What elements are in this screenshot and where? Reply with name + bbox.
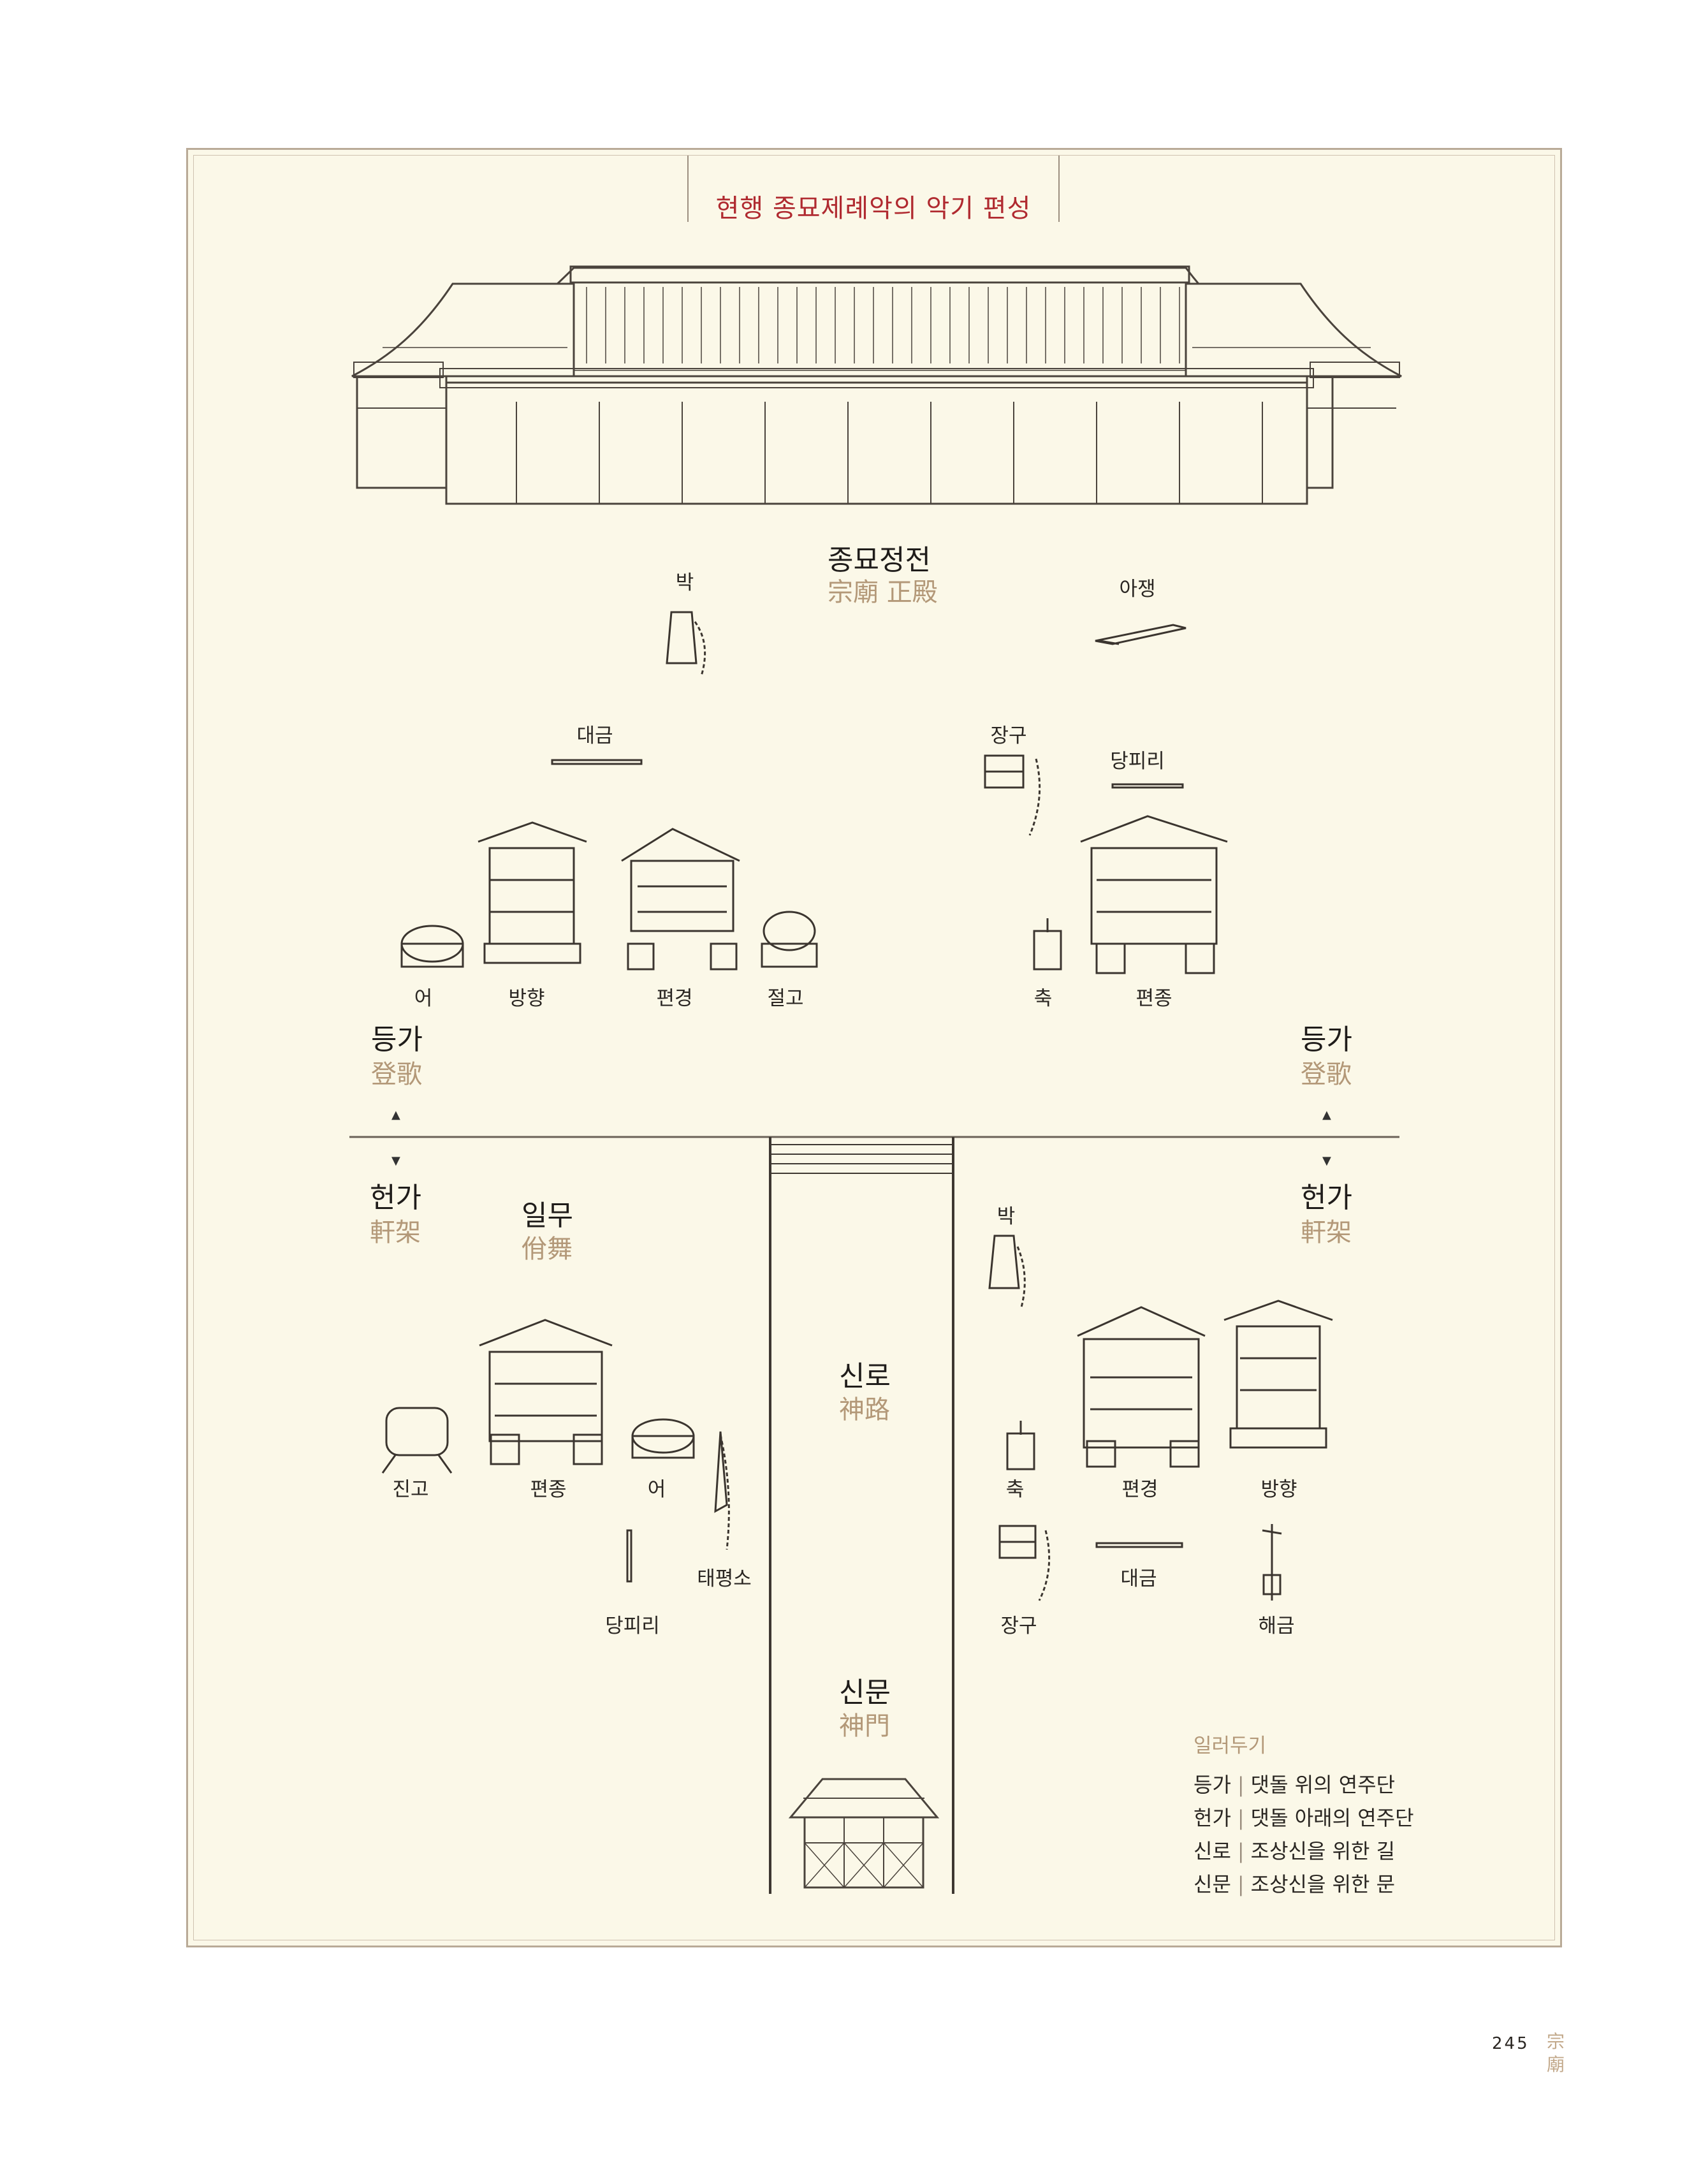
legend-title: 일러두기 xyxy=(1194,1734,1267,1757)
pyeonjong-illustration-top xyxy=(1080,815,1228,974)
arrow-up-icon: ▲ xyxy=(391,1108,400,1122)
arrow-down-icon: ▼ xyxy=(1322,1154,1331,1168)
sinro-path xyxy=(769,1137,954,1894)
heonga-left-hanja: 軒架 xyxy=(370,1218,421,1247)
heonga-right-label: 헌가 xyxy=(1301,1182,1352,1214)
ajaeng-illustration xyxy=(1095,624,1187,645)
ilmu-label: 일무 xyxy=(522,1199,573,1232)
sinro-hanja: 神路 xyxy=(839,1395,890,1425)
heonga-left-label: 헌가 xyxy=(370,1182,421,1214)
eo-illustration-top xyxy=(400,925,464,968)
arrow-down-icon: ▼ xyxy=(391,1154,400,1168)
instrument-label-eo: 어 xyxy=(414,987,433,1010)
sinmun-gate-illustration xyxy=(788,1778,940,1889)
legend-row: 등가|댓돌 위의 연주단 xyxy=(1194,1773,1396,1797)
eo-illustration-bl xyxy=(631,1418,695,1459)
instrument-label-bak: 박 xyxy=(675,571,694,594)
deungga-right-label: 등가 xyxy=(1301,1023,1352,1056)
instrument-label-janggu: 장구 xyxy=(1000,1615,1037,1638)
instrument-label-chuk: 축 xyxy=(1005,1478,1025,1501)
jeongjeon-label: 종묘정전 xyxy=(828,544,931,576)
daegeum-illustration-top xyxy=(551,759,643,765)
banghyang-illustration-top xyxy=(478,821,587,964)
instrument-label-pyeongyeong: 편경 xyxy=(656,987,693,1010)
instrument-label-haegeum: 해금 xyxy=(1258,1615,1295,1638)
page-title: 현행 종묘제례악의 악기 편성 xyxy=(715,194,1032,223)
ilmu-hanja: 佾舞 xyxy=(522,1235,573,1264)
instrument-label-daegeum: 대금 xyxy=(576,724,613,747)
arrow-up-icon: ▲ xyxy=(1322,1108,1331,1122)
dangpiri-illustration-bl xyxy=(626,1529,632,1583)
pyeonjong-illustration-bl xyxy=(479,1319,613,1465)
deungga-left-label: 등가 xyxy=(371,1023,423,1056)
jingo-illustration xyxy=(381,1407,453,1474)
legend-row: 헌가|댓돌 아래의 연주단 xyxy=(1194,1806,1414,1830)
sinmun-label: 신문 xyxy=(839,1676,891,1709)
jeongjeon-hall-illustration xyxy=(351,265,1402,505)
pyeongyeong-illustration-top xyxy=(621,828,740,971)
running-head: 宗 廟 xyxy=(1546,2031,1565,2075)
instrument-label-bak: 박 xyxy=(997,1205,1016,1228)
instrument-label-jingo: 진고 xyxy=(392,1478,429,1501)
bak-illustration-top xyxy=(666,611,706,677)
daegeum-illustration-br xyxy=(1095,1542,1183,1548)
legend-row: 신문|조상신을 위한 문 xyxy=(1194,1872,1396,1896)
bak-illustration-br xyxy=(988,1235,1026,1308)
instrument-label-eo: 어 xyxy=(647,1478,666,1501)
jeolgo-illustration xyxy=(761,911,818,968)
title-box: 현행 종묘제례악의 악기 편성 xyxy=(687,156,1060,223)
instrument-label-janggu: 장구 xyxy=(990,724,1027,747)
taepyeongso-illustration xyxy=(714,1431,730,1550)
instrument-label-chuk: 축 xyxy=(1033,987,1053,1010)
instrument-label-jeolgo: 절고 xyxy=(767,987,804,1010)
heonga-right-hanja: 軒架 xyxy=(1301,1218,1352,1247)
legend-row: 신로|조상신을 위한 길 xyxy=(1194,1839,1396,1863)
sinro-label: 신로 xyxy=(839,1360,891,1393)
instrument-label-banghyang: 방향 xyxy=(508,987,545,1010)
deungga-right-hanja: 登歌 xyxy=(1301,1060,1352,1089)
instrument-label-taepyeongso: 태평소 xyxy=(697,1567,752,1590)
instrument-label-dangpiri: 당피리 xyxy=(605,1615,660,1638)
instrument-label-banghyang: 방향 xyxy=(1260,1478,1297,1501)
banghyang-illustration-br xyxy=(1223,1300,1333,1449)
instrument-label-pyeonjong: 편종 xyxy=(530,1478,567,1501)
deungga-left-hanja: 登歌 xyxy=(371,1060,422,1089)
instrument-label-pyeongyeong: 편경 xyxy=(1121,1478,1158,1501)
dangpiri-illustration-top xyxy=(1111,783,1184,789)
page-number: 245 xyxy=(1492,2034,1530,2053)
pyeongyeong-illustration-br xyxy=(1077,1306,1206,1468)
janggu-illustration-br xyxy=(998,1525,1051,1601)
instrument-label-daegeum: 대금 xyxy=(1120,1567,1157,1590)
instrument-label-ajaeng: 아쟁 xyxy=(1119,578,1156,601)
jeongjeon-hanja: 宗廟 正殿 xyxy=(828,578,938,607)
instrument-label-dangpiri: 당피리 xyxy=(1110,750,1165,773)
janggu-illustration-top xyxy=(984,754,1041,836)
sinmun-hanja: 神門 xyxy=(839,1711,890,1741)
chuk-illustration-top xyxy=(1033,918,1062,971)
haegeum-illustration xyxy=(1262,1524,1282,1601)
instrument-label-pyeonjong: 편종 xyxy=(1135,987,1172,1010)
chuk-illustration-br xyxy=(1006,1421,1035,1470)
